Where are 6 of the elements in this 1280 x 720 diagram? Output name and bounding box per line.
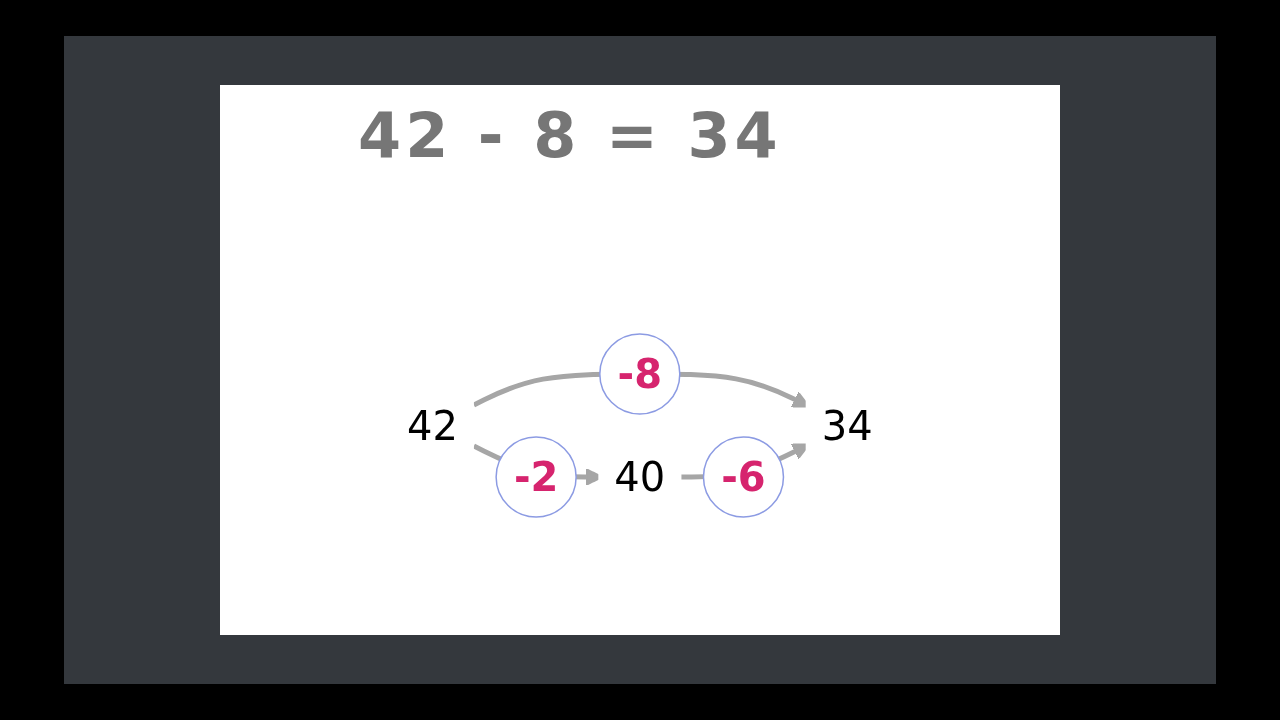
edge-label: -2 <box>514 453 559 500</box>
node-text: 42 <box>407 402 459 448</box>
equation-title: 42 - 8 = 34 <box>358 99 782 172</box>
node-text: 40 <box>614 453 666 500</box>
edge-label: -8 <box>617 350 663 397</box>
edge-label: -6 <box>721 453 766 500</box>
